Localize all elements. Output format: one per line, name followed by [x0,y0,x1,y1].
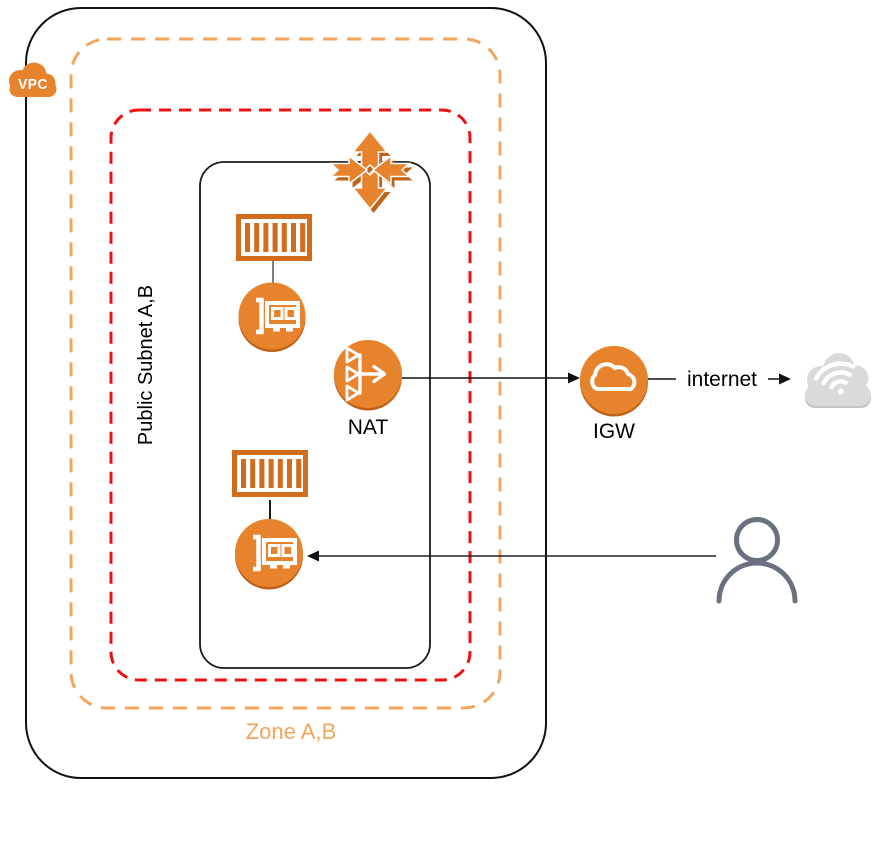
nat-label: NAT [347,416,389,439]
nat-gateway-icon [334,340,402,411]
person-icon [716,517,798,604]
wifi-cloud-icon [805,353,871,408]
arrowhead-icon [307,550,319,562]
four-way-arrows-icon [329,129,413,213]
container-icon [232,450,308,497]
container-icon [236,214,312,261]
arrowhead-icon [568,372,580,384]
wifi-icon [813,361,856,395]
edge-user-eni-b [307,550,716,562]
internet-gateway-icon [580,346,648,417]
subnet-label: Public Subnet A,B [135,284,157,446]
network-interface-icon [235,519,303,590]
internet-label: internet [676,367,768,392]
igw-label: IGW [593,420,635,443]
vpc-label: VPC [18,76,48,93]
edge-nat-igw [402,372,580,384]
vpc-boundary [25,7,547,779]
network-interface-icon [238,282,306,352]
arrowhead-icon [779,373,791,385]
subnet-box [199,161,431,669]
zone-boundary [69,37,502,710]
vpc-cloud-icon [9,62,57,97]
security-boundary [109,108,472,682]
zone-label: Zone A,B [245,719,337,744]
